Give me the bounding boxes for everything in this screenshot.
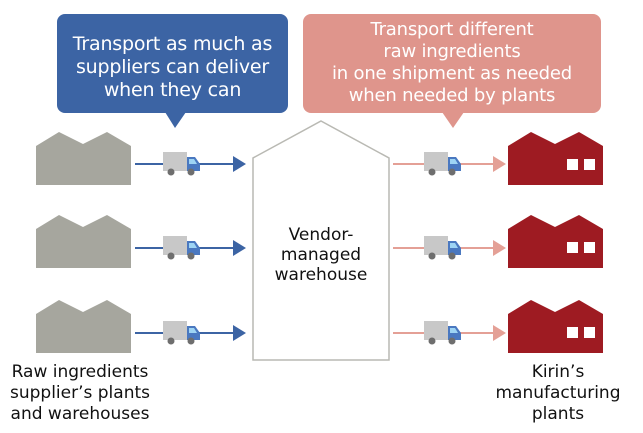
bubble-left-line: suppliers can deliver	[75, 56, 270, 78]
bubble-left	[57, 14, 288, 128]
supplier-factory	[36, 215, 131, 268]
truck-wheel	[448, 252, 456, 260]
factory-icon	[36, 215, 131, 268]
bubble-right-body	[303, 14, 601, 113]
truck-cargo	[424, 152, 448, 171]
arrow-right-icon	[493, 325, 506, 341]
warehouse-label: Vendor- managed warehouse	[253, 225, 389, 285]
truck-wheel	[187, 252, 195, 260]
warehouse-label-line: managed	[280, 245, 362, 265]
plant-label-line: manufacturing	[495, 383, 621, 403]
factory-icon	[508, 215, 603, 268]
plant-label-line: plants	[531, 404, 585, 424]
truck-icon	[163, 152, 200, 176]
truck-window	[189, 328, 197, 333]
arrow-right-icon	[493, 240, 506, 256]
bubble-left-text: Transport as much as suppliers can deliv…	[57, 33, 288, 102]
supplier-factory	[36, 300, 131, 353]
factory-window	[567, 327, 578, 338]
truck-window	[450, 243, 458, 248]
factory-icon	[508, 300, 603, 353]
factory-window	[584, 242, 595, 253]
bubble-left-line: when they can	[103, 79, 242, 101]
factory-icon	[508, 132, 603, 185]
plant-label-line: Kirin’s	[531, 362, 585, 382]
truck-wheel	[167, 337, 175, 345]
vendor-warehouse-shape	[252, 120, 390, 361]
truck-wheel	[428, 337, 436, 345]
bubble-right-line: in one shipment as needed	[332, 63, 572, 84]
truck-cargo	[424, 321, 448, 340]
truck-cargo	[163, 321, 187, 340]
truck-window	[189, 243, 197, 248]
supplier-label-line: Raw ingredients	[11, 362, 149, 382]
bubble-right-tail	[442, 112, 464, 128]
arrow-right-icon	[233, 240, 246, 256]
factory-window	[567, 242, 578, 253]
truck-icon	[424, 152, 461, 176]
factory-icon	[36, 300, 131, 353]
kirin-plant-factory	[508, 215, 603, 268]
bubble-right	[303, 14, 601, 128]
supplier-label-line: supplier’s plants	[9, 383, 150, 403]
bubble-right-line: raw ingredients	[383, 41, 521, 62]
plant-label: Kirin’s manufacturing plants	[478, 362, 638, 425]
truck-wheel	[187, 337, 195, 345]
arrow-right-icon	[233, 325, 246, 341]
truck-icon	[163, 321, 200, 345]
truck-icon	[163, 236, 200, 260]
truck-cargo	[163, 152, 187, 171]
arrow-right-icon	[493, 156, 506, 172]
bubble-right-line: when needed by plants	[348, 85, 556, 106]
truck-wheel	[167, 252, 175, 260]
factory-window	[584, 159, 595, 170]
bubble-left-line: Transport as much as	[72, 33, 273, 55]
arrow-right-icon	[233, 156, 246, 172]
truck-window	[189, 159, 197, 164]
bubble-right-text: Transport different raw ingredients in o…	[303, 19, 601, 107]
bubble-left-tail	[165, 112, 186, 128]
warehouse-label-line: Vendor-	[288, 225, 354, 245]
factory-window	[584, 327, 595, 338]
warehouse-label-line: warehouse	[274, 265, 368, 285]
supplier-label: Raw ingredients supplier’s plants and wa…	[0, 362, 160, 425]
truck-wheel	[187, 168, 195, 176]
truck-window	[450, 159, 458, 164]
truck-cargo	[424, 236, 448, 255]
truck-icon	[424, 236, 461, 260]
truck-window	[450, 328, 458, 333]
bubble-right-line: Transport different	[370, 19, 534, 40]
supplier-factory	[36, 132, 131, 185]
truck-wheel	[167, 168, 175, 176]
factory-icon	[36, 132, 131, 185]
truck-wheel	[428, 252, 436, 260]
truck-wheel	[428, 168, 436, 176]
truck-icon	[424, 321, 461, 345]
truck-wheel	[448, 337, 456, 345]
truck-cargo	[163, 236, 187, 255]
factory-window	[567, 159, 578, 170]
bubble-left-body	[57, 14, 288, 113]
supplier-label-line: and warehouses	[10, 404, 150, 424]
kirin-plant-factory	[508, 132, 603, 185]
truck-wheel	[448, 168, 456, 176]
kirin-plant-factory	[508, 300, 603, 353]
